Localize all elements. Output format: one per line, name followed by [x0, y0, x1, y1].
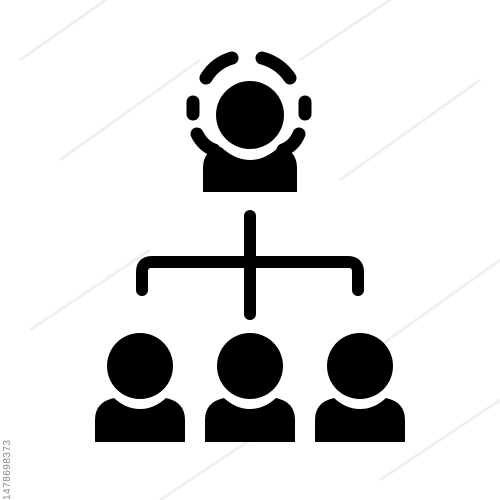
team-member-right	[315, 333, 405, 442]
team-member-center-head	[217, 333, 283, 399]
watermark-pattern	[19, 0, 500, 500]
leader-head	[216, 81, 284, 149]
team-member-center-body	[205, 398, 295, 442]
team-member-center	[205, 333, 295, 442]
team-member-left-head	[107, 333, 173, 399]
hierarchy-connector	[136, 210, 364, 320]
team-member-left-body	[95, 398, 185, 442]
team-member-right-head	[327, 333, 393, 399]
stock-id-label: 1478698373	[2, 439, 13, 500]
team-member-left	[95, 333, 185, 442]
team-member-right-body	[315, 398, 405, 442]
leader-body	[203, 147, 297, 192]
